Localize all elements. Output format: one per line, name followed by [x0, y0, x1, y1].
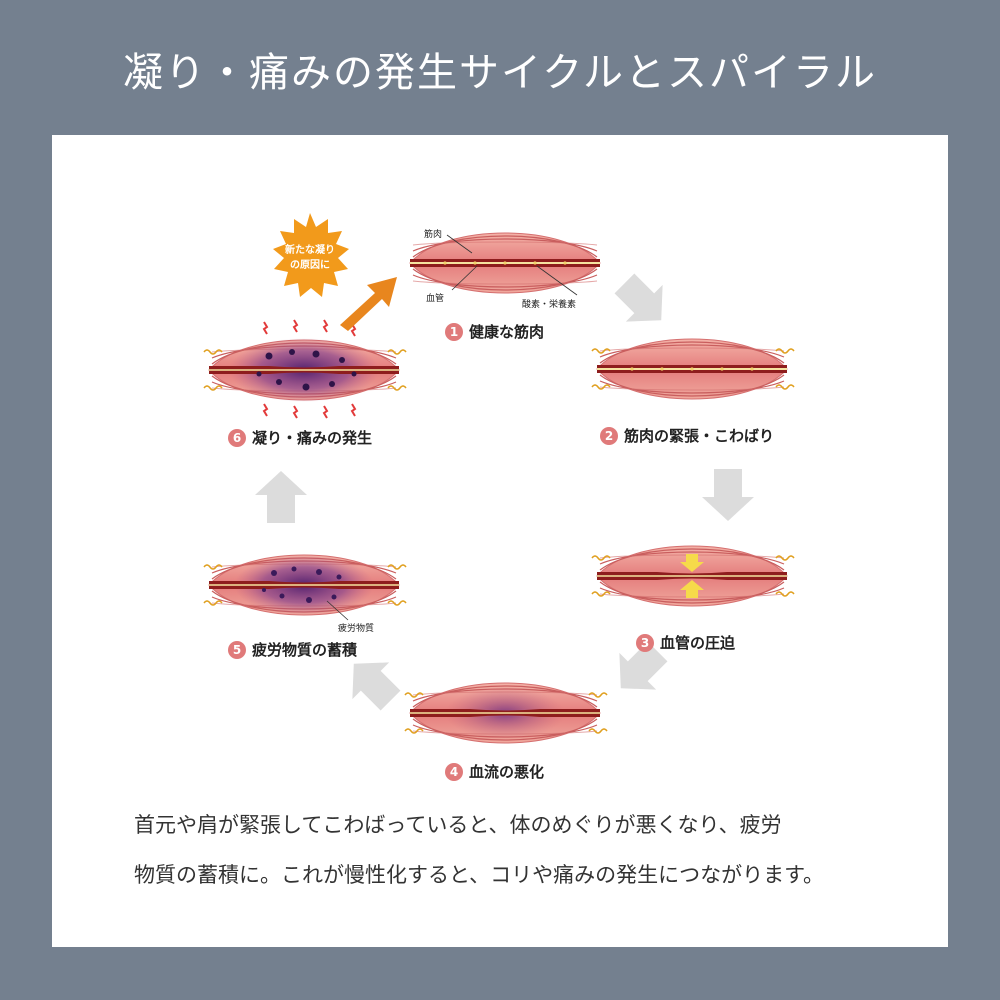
stage-number-badge: 1: [445, 322, 463, 341]
stage-4-label: 4 血流の悪化: [445, 761, 544, 782]
stage-label-text: 凝り・痛みの発生: [252, 429, 373, 447]
stage-1-label: 1 健康な筋肉: [445, 321, 544, 342]
stage-label-text: 血流の悪化: [469, 763, 545, 781]
stage-number-badge: 2: [600, 426, 618, 445]
fatigue-particles: [256, 349, 357, 391]
starburst-line-1: 新たな凝り: [285, 245, 335, 256]
muscle-tense: [591, 338, 795, 400]
description-line-1: 首元や肩が緊張してこわばっていると、体のめぐりが悪くなり、疲労: [134, 813, 782, 837]
stage-label-text: 健康な筋肉: [469, 323, 545, 341]
spiral-arrow: [340, 277, 397, 331]
muscle-healthy: [409, 232, 601, 294]
stage-number-badge: 5: [228, 640, 246, 659]
stage-label-text: 疲労物質の蓄積: [252, 641, 358, 659]
stage-2-label: 2 筋肉の緊張・こわばり: [600, 425, 774, 446]
muscle-pain: [203, 319, 407, 419]
callout-muscle: 筋肉: [424, 230, 443, 240]
stage-label-text: 筋肉の緊張・こわばり: [624, 427, 775, 445]
callout-fatigue: 疲労物質: [338, 624, 375, 634]
description-line-2: 物質の蓄積に。これが慢性化すると、コリや痛みの発生につながります。: [134, 863, 825, 887]
stage-3-label: 3 血管の圧迫: [636, 632, 735, 653]
cycle-arrow-5-to-6: [255, 471, 307, 523]
callout-line-muscle: [446, 234, 473, 254]
compress-arrow-down: [680, 554, 704, 572]
content-panel: 筋肉 血管 酸素・栄養素 疲労物質 新たな凝り の原因に 1 健康な筋肉 2 筋…: [52, 135, 948, 947]
stage-6-label: 6 凝り・痛みの発生: [228, 427, 372, 448]
callout-line-vessel: [451, 265, 478, 291]
stage-5-label: 5 疲労物質の蓄積: [228, 639, 357, 660]
cycle-arrow-1-to-2: [606, 265, 680, 339]
stage-number-badge: 3: [636, 633, 654, 652]
cycle-arrow-2-to-3: [702, 469, 754, 521]
stage-number-badge: 6: [228, 428, 246, 447]
starburst-line-2: の原因に: [290, 260, 330, 271]
cycle-diagram: [203, 213, 795, 744]
fatigue-particles: [262, 566, 342, 603]
callout-nutrients: 酸素・栄養素: [522, 300, 577, 310]
stage-label-text: 血管の圧迫: [660, 634, 736, 652]
callout-line-nutrients: [536, 265, 578, 296]
callout-line-fatigue: [326, 600, 349, 621]
muscle-fatigue: [203, 554, 407, 616]
starburst-badge: [273, 213, 349, 297]
page-title: 凝り・痛みの発生サイクルとスパイラル: [123, 50, 877, 96]
starburst-text: 新たな凝り の原因に: [270, 243, 350, 273]
muscle-compressed: [591, 545, 795, 607]
description-text: 首元や肩が緊張してこわばっていると、体のめぐりが悪くなり、疲労 物質の蓄積に。こ…: [134, 800, 894, 900]
compress-arrow-up: [680, 580, 704, 598]
muscle-poor-flow: [404, 682, 608, 744]
stage-number-badge: 4: [445, 762, 463, 781]
pain-marks: [262, 319, 357, 419]
callout-vessel: 血管: [426, 294, 445, 304]
